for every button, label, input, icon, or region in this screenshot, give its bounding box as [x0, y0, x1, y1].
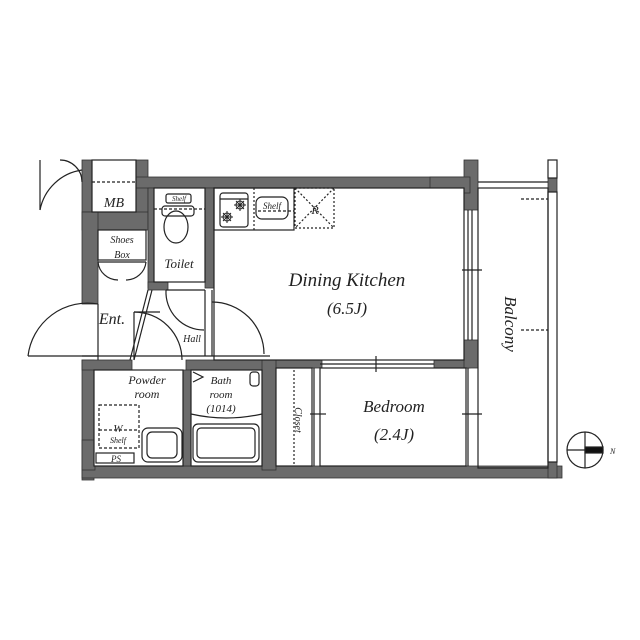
refrigerator-label: R — [310, 203, 319, 217]
dining-kitchen-label: Dining Kitchen — [288, 270, 406, 291]
closet-label: Closet — [292, 407, 303, 433]
shoes-box-label-1: Shoes — [110, 235, 133, 246]
bedroom-size: (2.4J) — [374, 425, 414, 444]
walls — [81, 159, 563, 481]
stove-burner-icons — [221, 199, 246, 223]
entrance-label: Ent. — [98, 311, 125, 328]
compass-icon — [566, 431, 604, 469]
compass-north-label: N — [609, 447, 616, 456]
ps-label: PS — [110, 454, 121, 464]
hall-label: Hall — [182, 334, 201, 345]
toilet-label: Toilet — [164, 256, 194, 271]
balcony-label: Balcony — [501, 296, 520, 352]
powder-room-label-1: Powder — [127, 373, 166, 387]
bath-label-1: Bath — [211, 375, 232, 387]
washer-shelf-label: Shelf — [110, 436, 128, 445]
dining-kitchen-size: (6.5J) — [327, 299, 367, 318]
kitchen-shelf-label: Shelf — [263, 201, 282, 211]
bedroom-label: Bedroom — [363, 397, 425, 416]
shoes-box-label-2: Box — [114, 250, 130, 261]
toilet-shelf-label: Shelf — [172, 195, 187, 203]
washer-label: W — [113, 423, 123, 435]
powder-room-label-2: room — [135, 387, 160, 401]
bath-label-3: (1014) — [206, 403, 236, 415]
door-swings — [27, 159, 265, 361]
toilet-fixture-icon — [154, 193, 205, 244]
mb-label: MB — [103, 196, 125, 211]
outlines — [82, 159, 558, 469]
bath-label-2: room — [210, 389, 233, 401]
